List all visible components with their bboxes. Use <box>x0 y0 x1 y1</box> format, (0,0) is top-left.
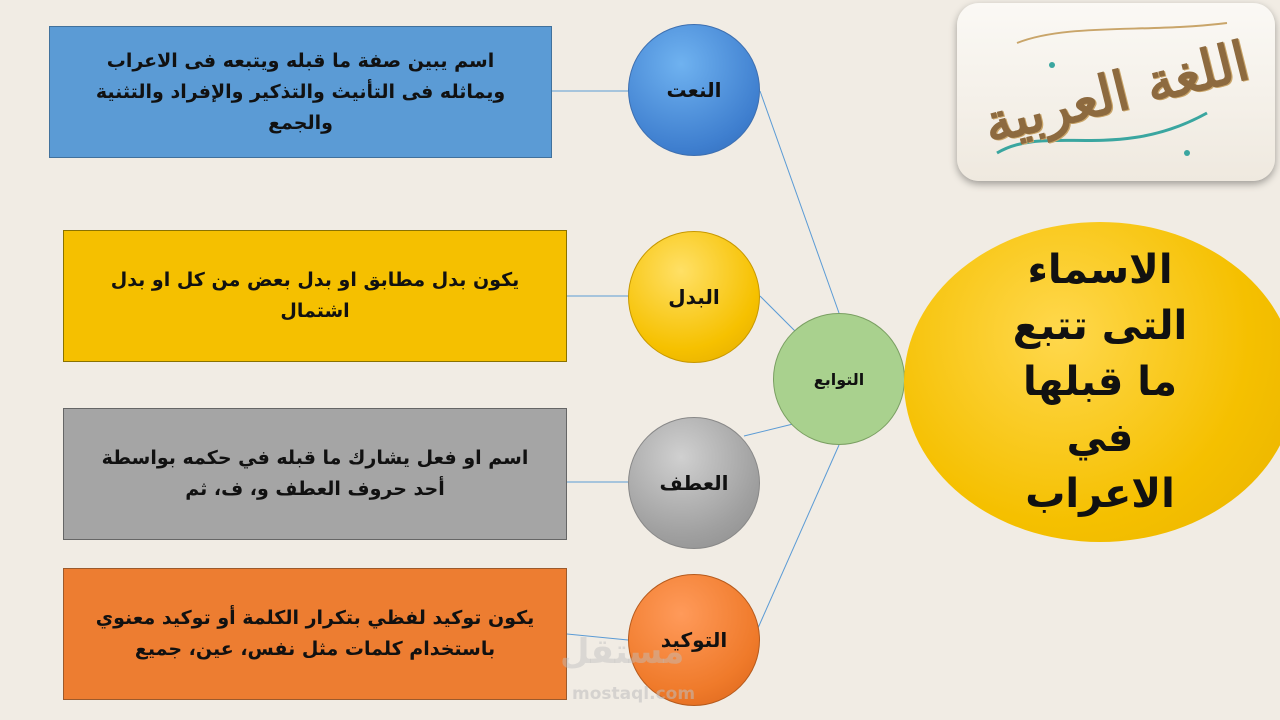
watermark-latin: mostaql.com <box>572 684 696 704</box>
tawkid-definition-text: يكون توكيد لفظي بتكرار الكلمة أو توكيد م… <box>95 607 535 660</box>
naat-definition-text: اسم يبين صفة ما قبله ويتبعه فى الاعراب و… <box>95 49 506 134</box>
hub-node: التوابع <box>773 313 905 445</box>
watermark-arabic: مستقل <box>560 632 685 672</box>
tawkid-label: التوكيد <box>660 628 728 652</box>
calligraphy-swash-icon <box>996 22 1228 156</box>
naat-definition-box: اسم يبين صفة ما قبله ويتبعه فى الاعراب و… <box>49 26 552 158</box>
naat-label: النعت <box>666 78 722 102</box>
badal-definition-text: يكون بدل مطابق او بدل بعض من كل او بدل ا… <box>110 269 520 322</box>
badal-definition-box: يكون بدل مطابق او بدل بعض من كل او بدل ا… <box>63 230 567 362</box>
central-topic-node: الاسماء التى تتبع ما قبلها في الاعراب <box>904 222 1280 542</box>
hub-label: التوابع <box>813 369 865 389</box>
tawkid-definition-box: يكون توكيد لفظي بتكرار الكلمة أو توكيد م… <box>63 568 567 700</box>
arabic-calligraphy-logo: اللغة العربية <box>957 3 1275 181</box>
badal-label: البدل <box>668 285 720 309</box>
atf-definition-box: اسم او فعل يشارك ما قبله في حكمه بواسطة … <box>63 408 567 540</box>
central-topic-label: الاسماء التى تتبع ما قبلها في الاعراب <box>1012 247 1188 517</box>
logo-text: اللغة العربية <box>976 28 1256 156</box>
atf-definition-text: اسم او فعل يشارك ما قبله في حكمه بواسطة … <box>101 447 529 500</box>
atf-label: العطف <box>659 471 729 495</box>
atf-node: العطف <box>628 417 760 549</box>
badal-node: البدل <box>628 231 760 363</box>
tawkid-node: التوكيد <box>628 574 760 706</box>
naat-node: النعت <box>628 24 760 156</box>
